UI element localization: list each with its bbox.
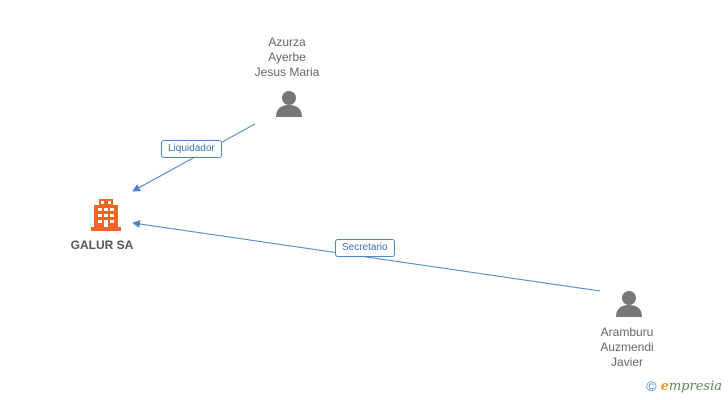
person-name-aramburu[interactable]: Aramburu Auzmendi Javier — [567, 325, 687, 370]
building-icon[interactable] — [91, 199, 121, 231]
person-name-line: Azurza — [268, 35, 306, 49]
edge-label-secretario: Secretario — [335, 239, 395, 257]
edge-secretario-line — [132, 220, 601, 292]
person-name-line: Javier — [610, 355, 643, 369]
person-name-azurza[interactable]: Azurza Ayerbe Jesus Maria — [227, 35, 347, 80]
copyright-icon: © — [646, 378, 657, 394]
brand-logo: empresia — [660, 378, 722, 394]
person-name-line: Ayerbe — [268, 50, 306, 64]
edge-label-liquidador: Liquidador — [161, 140, 222, 158]
person-icon[interactable] — [616, 291, 642, 317]
person-name-line: Auzmendi — [600, 340, 654, 354]
person-name-line: Jesus Maria — [254, 65, 320, 79]
person-icon[interactable] — [276, 91, 302, 117]
empresia-watermark: © empresia — [646, 378, 722, 394]
person-name-line: Aramburu — [600, 325, 654, 339]
company-name[interactable]: GALUR SA — [70, 238, 134, 252]
